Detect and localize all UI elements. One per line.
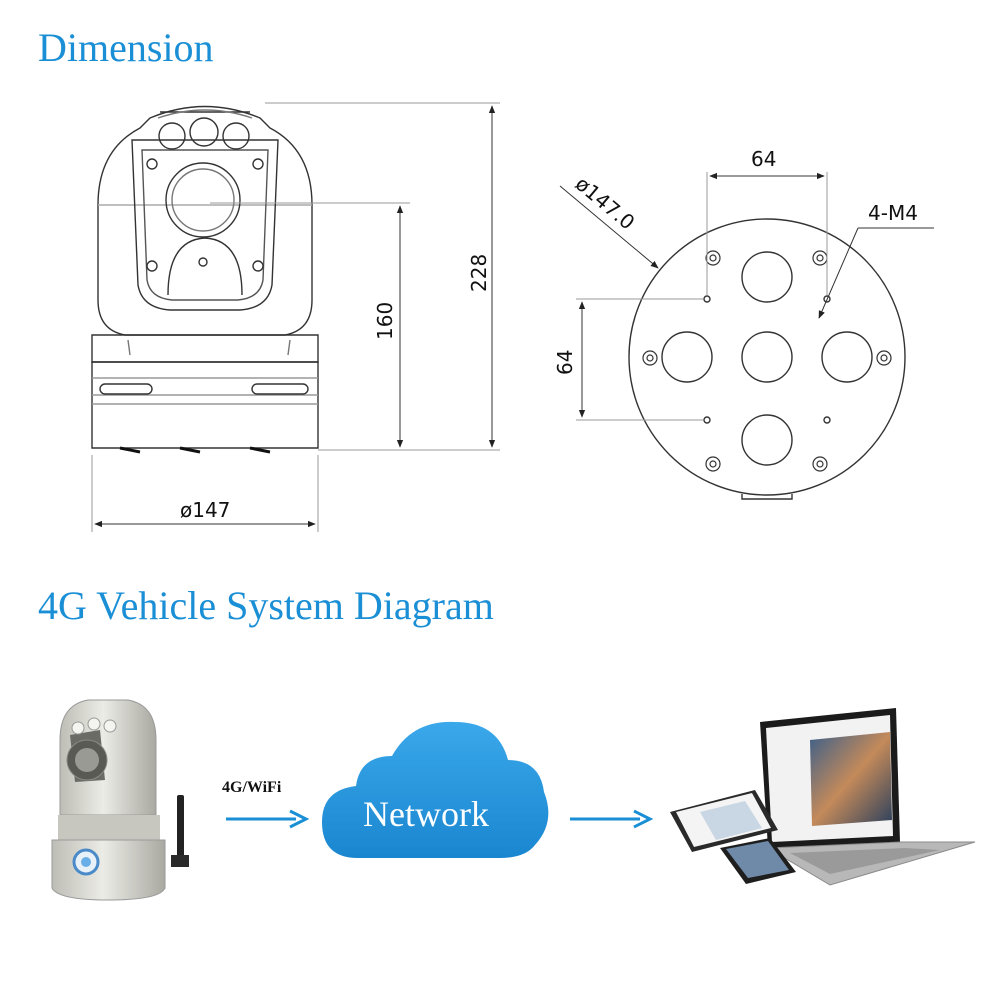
network-cloud-icon (322, 721, 549, 858)
base-vertical-spacing-label: 64 (553, 350, 577, 375)
base-view-drawing (628, 218, 906, 500)
base-hole-bottom (741, 414, 793, 466)
laptop-illustration (760, 708, 976, 886)
front-view-dimension-lines (91, 102, 500, 532)
camera-illustration (51, 699, 189, 901)
dimension-heading: Dimension (38, 25, 214, 70)
antenna (177, 795, 184, 861)
base-horizontal-spacing-label: 64 (751, 147, 776, 171)
lens-height-label: 160 (373, 302, 397, 340)
base-hole-right (821, 331, 873, 383)
base-hole-center (741, 331, 793, 383)
base-hole-left (661, 331, 713, 383)
front-view-drawing (91, 105, 319, 454)
arrow-network-to-devices (570, 809, 654, 829)
front-height-label: 228 (467, 254, 491, 292)
network-label: Network (363, 794, 489, 834)
base-hole-top (741, 251, 793, 303)
tablet-illustration (670, 790, 778, 852)
link-label: 4G/WiFi (222, 779, 282, 796)
system-diagram-heading: 4G Vehicle System Diagram (38, 583, 494, 628)
screw-spec-label: 4-M4 (868, 201, 918, 225)
base-view-dimension-lines (559, 172, 934, 421)
base-diameter-label: ø147.0 (571, 171, 640, 234)
front-width-label: ø147 (180, 498, 230, 522)
phone-illustration (720, 838, 796, 884)
arrow-camera-to-network (226, 809, 310, 829)
